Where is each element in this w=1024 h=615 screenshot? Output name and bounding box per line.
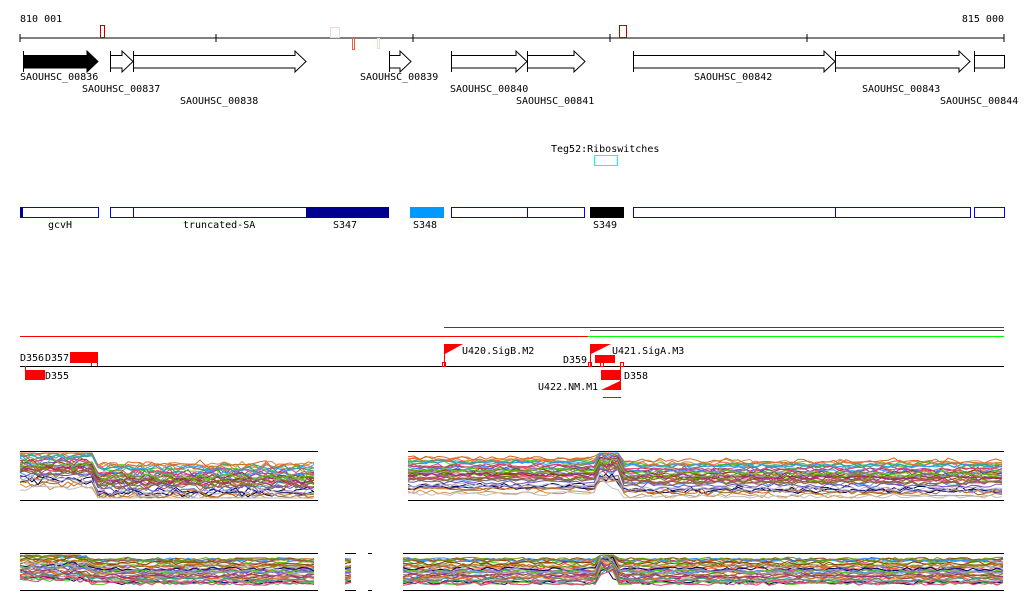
coordinate-ruler: 810 001 815 000: [20, 14, 1004, 50]
annotation-label: S348: [413, 220, 437, 231]
annotation-gcvH[interactable]: gcvH: [20, 207, 99, 231]
ruler-marker[interactable]: [378, 39, 380, 49]
annotation-S347[interactable]: S347: [306, 207, 389, 231]
feature-label: U422.NM.M1: [538, 382, 598, 393]
feature-label: U420.SigB.M2: [462, 346, 534, 357]
annotation-label: truncated-SA: [183, 220, 255, 231]
feature-label: D358: [624, 371, 648, 382]
feature-D359[interactable]: D359: [563, 355, 615, 367]
expression-trace: [345, 561, 351, 562]
gene-label: SAOUHSC_00837: [82, 84, 160, 95]
ruler-marker[interactable]: [620, 26, 627, 38]
gene-label: SAOUHSC_00838: [180, 96, 258, 107]
gene-SAOUHSC_00841[interactable]: SAOUHSC_00841: [516, 51, 594, 107]
annotation-label: S349: [593, 220, 617, 231]
ruler-start-label: 810 001: [20, 14, 62, 25]
ruler-marker[interactable]: [331, 28, 340, 38]
gene-label: SAOUHSC_00840: [450, 84, 528, 95]
gene-label: SAOUHSC_00843: [862, 84, 940, 95]
expression-trace: [345, 559, 351, 560]
feature-label: U421.SigA.M3: [612, 346, 684, 357]
annotation-bar[interactable]: [528, 208, 585, 218]
riboswitch-label: Teg52:Riboswitches: [551, 144, 659, 155]
annotation-truncated-SA[interactable]: truncated-SA: [111, 208, 307, 232]
gene-SAOUHSC_00836[interactable]: SAOUHSC_00836: [20, 51, 98, 83]
gene-track: SAOUHSC_00836 SAOUHSC_00837 SAOUHSC_0083…: [20, 51, 1018, 107]
gene-SAOUHSC_00840[interactable]: SAOUHSC_00840: [450, 51, 528, 95]
ruler-marker[interactable]: [353, 39, 355, 50]
annotation-track: gcvH truncated-SA S347 S348 S349: [20, 207, 1005, 231]
feature-label: D359: [563, 355, 587, 366]
feature-D356-D357[interactable]: D356 D357: [20, 352, 98, 366]
gene-label: SAOUHSC_00844: [940, 96, 1018, 107]
feature-track: D356 D357 D355 U420.SigB.M2 U421.SigA.M3…: [20, 328, 1004, 398]
feature-label: D356: [20, 353, 44, 364]
gene-label: SAOUHSC_00836: [20, 72, 98, 83]
ruler-end-label: 815 000: [962, 14, 1004, 25]
annotation-bar[interactable]: [634, 208, 836, 218]
feature-label: D357: [45, 353, 69, 364]
annotation-bar[interactable]: [452, 208, 528, 218]
ruler-marker[interactable]: [101, 26, 105, 38]
feature-U420-SigB-M2[interactable]: U420.SigB.M2: [443, 344, 535, 367]
annotation-S349[interactable]: S349: [590, 207, 624, 231]
feature-D358[interactable]: D358: [601, 363, 649, 383]
gene-SAOUHSC_00842[interactable]: SAOUHSC_00842: [634, 51, 836, 83]
gene-label: SAOUHSC_00841: [516, 96, 594, 107]
annotation-label: gcvH: [48, 220, 72, 231]
feature-D355[interactable]: D355: [25, 366, 69, 382]
annotation-label: S347: [333, 220, 357, 231]
feature-label: D355: [45, 371, 69, 382]
annotation-bar[interactable]: [975, 208, 1005, 218]
gene-SAOUHSC_00839[interactable]: SAOUHSC_00839: [360, 51, 438, 83]
gene-SAOUHSC_00843[interactable]: SAOUHSC_00843: [836, 51, 971, 95]
gene-label: SAOUHSC_00839: [360, 72, 438, 83]
expression-panel-2: [20, 554, 1004, 591]
gene-SAOUHSC_00838[interactable]: SAOUHSC_00838: [134, 51, 307, 107]
riboswitch-feature[interactable]: Teg52:Riboswitches: [551, 144, 659, 166]
expression-panel-1: [20, 452, 1004, 501]
expression-trace: [345, 575, 351, 576]
gene-label: SAOUHSC_00842: [694, 72, 772, 83]
annotation-bar[interactable]: [836, 208, 971, 218]
annotation-S348[interactable]: S348: [410, 207, 444, 231]
